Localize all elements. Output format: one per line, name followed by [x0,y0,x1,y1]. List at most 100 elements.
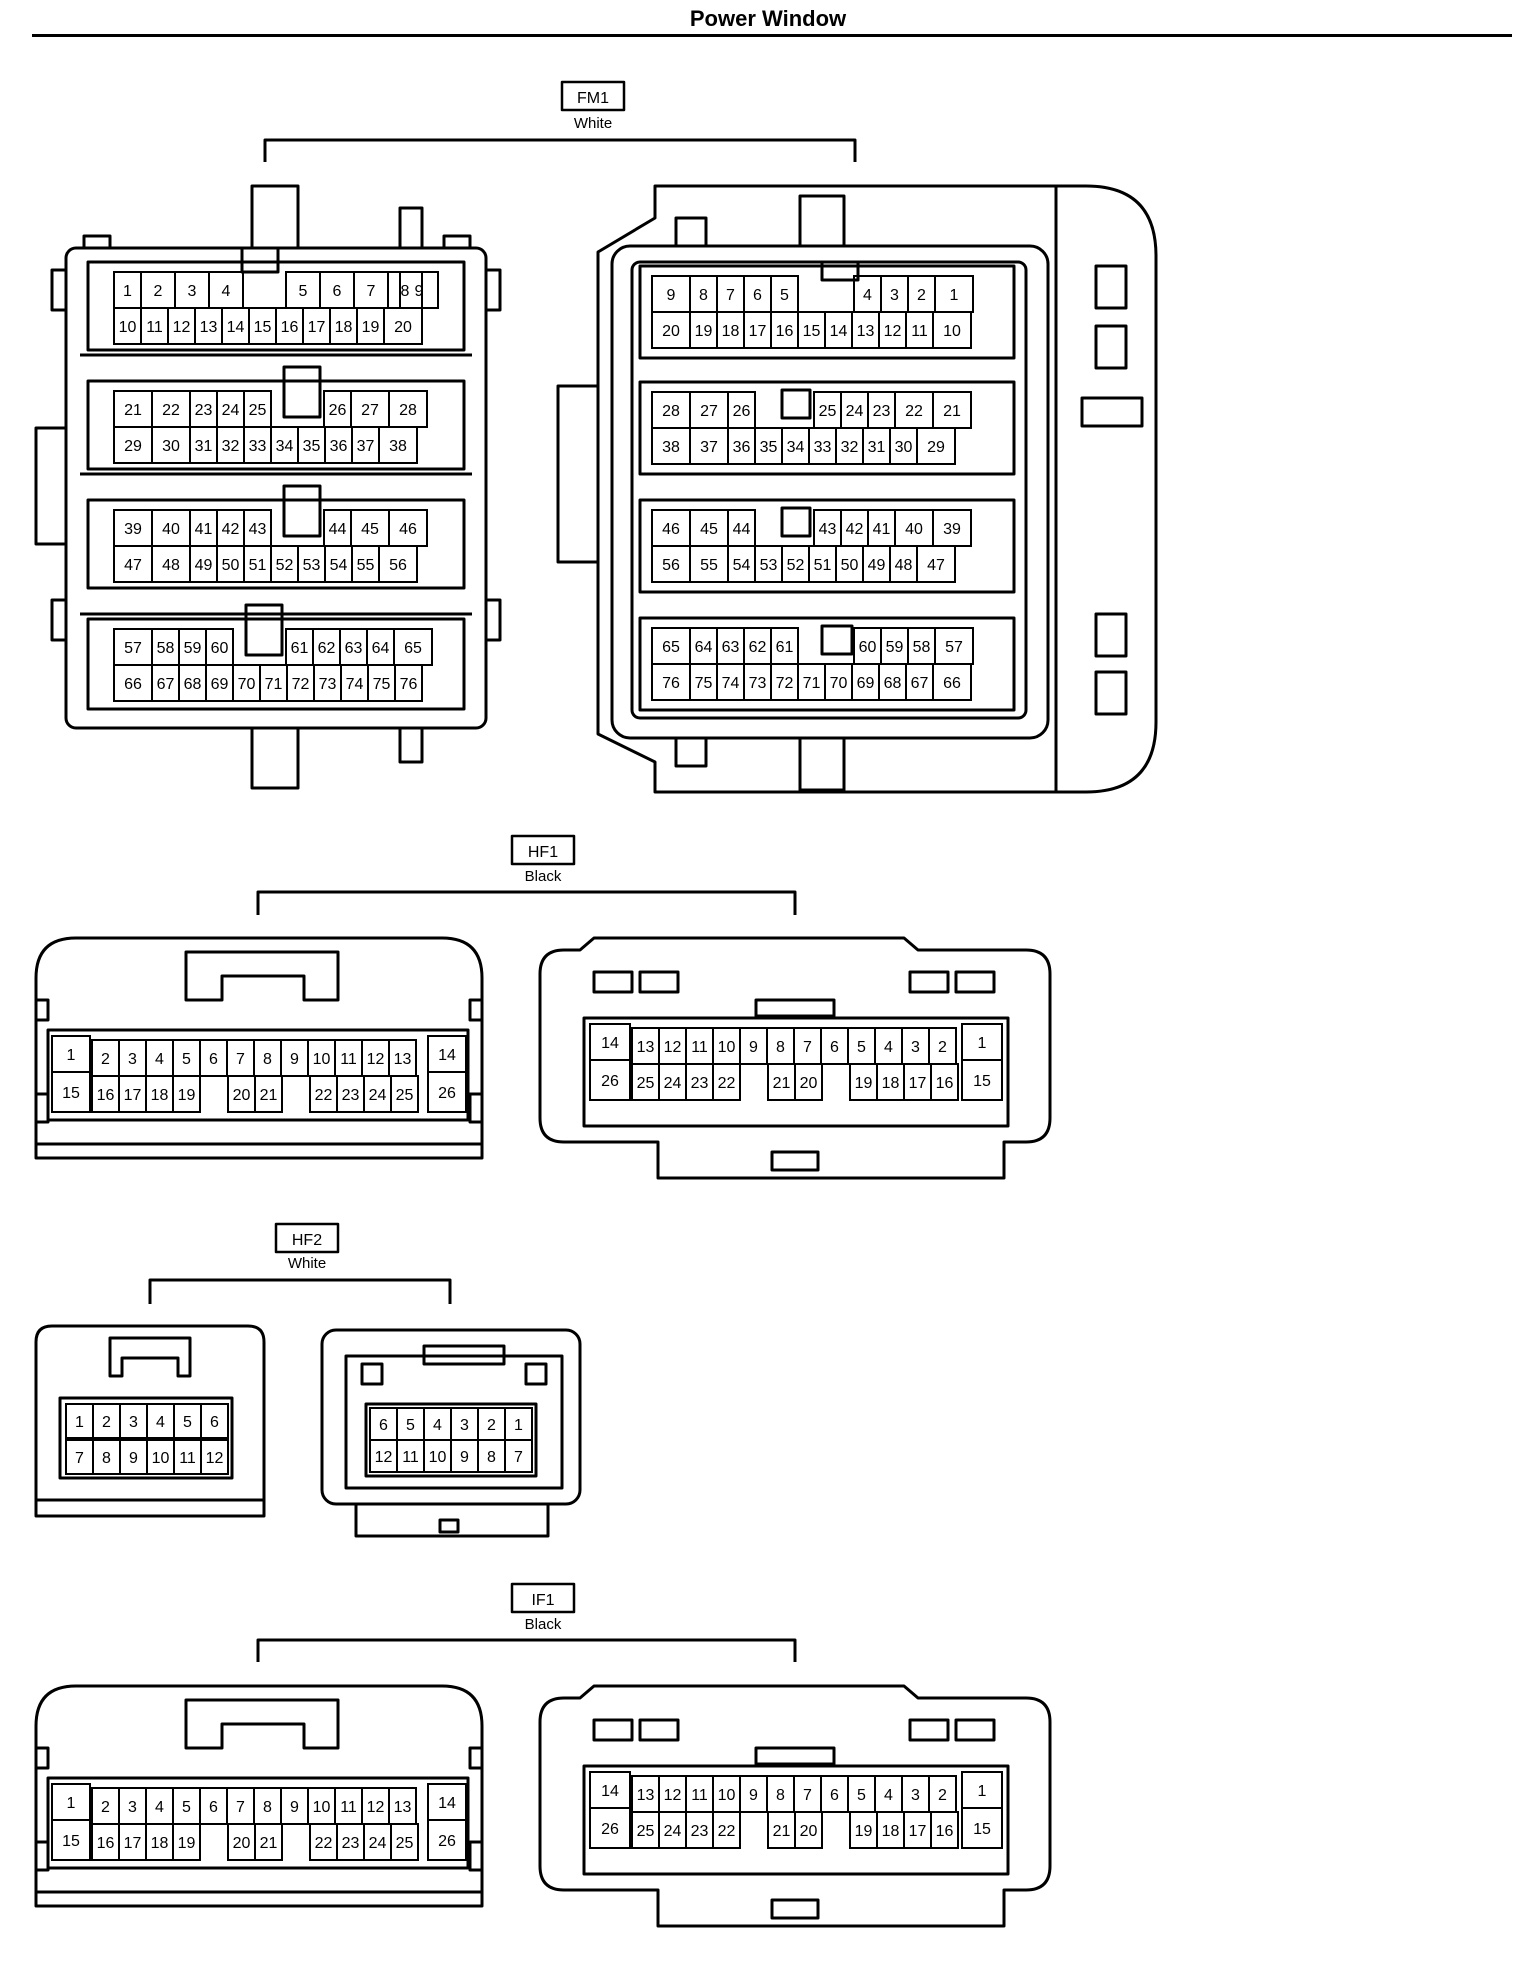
fm1-right-pin-12: 12 [878,311,907,349]
hf1-left-pin-9: 9 [280,1039,309,1077]
fm1-right-pin-76: 76 [651,663,691,701]
svg-text:22: 22 [718,1823,736,1840]
svg-text:17: 17 [909,1075,927,1092]
fm1-color-text: White [574,115,612,132]
fm1-left-pin-67: 67 [151,664,180,702]
svg-text:9: 9 [460,1449,469,1466]
svg-text:5: 5 [183,1414,192,1431]
if1-right-pin-17: 17 [903,1811,932,1849]
if1-right-pin-20: 20 [794,1811,823,1849]
if1-right-pin-8: 8 [766,1775,795,1813]
svg-text:21: 21 [773,1075,791,1092]
title-divider [32,34,1512,37]
svg-text:22: 22 [162,402,180,419]
svg-text:1: 1 [514,1417,523,1434]
hf2-right-pin-11: 11 [396,1439,425,1473]
fm1-right-pin-39: 39 [932,509,972,547]
fm1-right-pin-32: 32 [835,427,864,465]
svg-text:28: 28 [399,402,417,419]
hf1-right-pin-8: 8 [766,1027,795,1065]
hf2-label: HF2 White [274,1222,340,1272]
hf1-right-pin-4: 4 [874,1027,903,1065]
fm1-right-pin-56: 56 [651,545,691,583]
svg-text:13: 13 [394,1051,412,1068]
fm1-right-pin-46: 46 [651,509,691,547]
svg-text:17: 17 [124,1835,142,1852]
svg-text:41: 41 [873,521,891,538]
fm1-left-pin-64: 64 [366,628,395,666]
fm1-left-pin-10: 10 [113,307,142,345]
svg-text:12: 12 [367,1051,385,1068]
if1-left-pin-8: 8 [253,1787,282,1825]
fm1-right-pin-14: 14 [824,311,853,349]
fm1-right-row1 [638,264,1016,360]
fm1-right-pin-64: 64 [689,627,718,665]
page-title: Power Window [689,6,847,31]
svg-text:64: 64 [372,640,390,657]
hf1-right-cavity [582,1016,1010,1128]
svg-text:67: 67 [911,675,929,692]
fm1-right-pin-16: 16 [770,311,799,349]
svg-text:15: 15 [62,1085,80,1102]
hf1-left-pin-21: 21 [254,1075,283,1113]
if1-right-pin-24: 24 [658,1811,687,1849]
svg-text:8: 8 [102,1450,111,1467]
fm1-left-pin-21: 21 [113,390,153,428]
fm1-right-pin-49: 49 [862,545,891,583]
fm1-right-pin-66: 66 [932,663,972,701]
svg-text:56: 56 [389,557,407,574]
hf2-connector-group: HF2 White [34,1222,582,1538]
fm1-right-pin-44: 44 [727,509,756,547]
svg-text:2: 2 [102,1414,111,1431]
svg-text:11: 11 [146,319,163,336]
hf1-left-pin-6: 6 [199,1039,228,1077]
svg-text:31: 31 [868,439,886,456]
svg-text:11: 11 [911,323,928,340]
fm1-left-pin-19: 19 [356,307,385,345]
fm1-right-pin-71: 71 [797,663,826,701]
fm1-right-pin-26: 26 [727,391,756,429]
svg-text:20: 20 [662,323,680,340]
svg-text:8: 8 [776,1039,785,1056]
svg-text:40: 40 [905,521,923,538]
hf1-right-pin-16: 16 [930,1063,959,1101]
if1-right-pin-26: 26 [589,1807,631,1849]
fm1-right-row2 [638,380,1016,476]
svg-text:24: 24 [369,1087,387,1104]
if1-left-pin-17: 17 [118,1823,147,1861]
fm1-right-pin-43: 43 [813,509,842,547]
svg-text:43: 43 [249,521,267,538]
fm1-left-pin-56: 56 [378,545,418,583]
svg-text:7: 7 [803,1039,812,1056]
hf2-left-pin-2: 2 [92,1403,121,1439]
if1-color-text: Black [525,1616,562,1633]
svg-text:20: 20 [800,1823,818,1840]
svg-text:21: 21 [260,1835,278,1852]
fm1-right-pin-19: 19 [689,311,718,349]
svg-text:12: 12 [173,319,191,336]
hf1-right-pin-21: 21 [767,1063,796,1101]
fm1-left-pin-26: 26 [323,390,352,428]
hf1-left-pin-25: 25 [390,1075,419,1113]
svg-text:10: 10 [152,1450,170,1467]
svg-text:15: 15 [62,1833,80,1850]
fm1-right-pin-74: 74 [716,663,745,701]
svg-text:8: 8 [699,287,708,304]
if1-right-pin-12: 12 [658,1775,687,1813]
svg-text:17: 17 [308,319,326,336]
svg-text:3: 3 [188,283,197,300]
svg-text:21: 21 [124,402,142,419]
fm1-label: FM1 White [560,80,626,132]
svg-text:3: 3 [890,287,899,304]
svg-text:2: 2 [938,1039,947,1056]
svg-text:47: 47 [927,557,945,574]
hf1-right-pin-26: 26 [589,1059,631,1101]
fm1-left-pin-31: 31 [189,426,218,464]
svg-text:10: 10 [313,1799,331,1816]
fm1-left-pin-59: 59 [178,628,207,666]
svg-text:61: 61 [291,640,309,657]
svg-text:12: 12 [367,1799,385,1816]
svg-text:30: 30 [895,439,913,456]
hf2-left-pin-6: 6 [200,1403,229,1439]
svg-text:1: 1 [978,1783,987,1800]
